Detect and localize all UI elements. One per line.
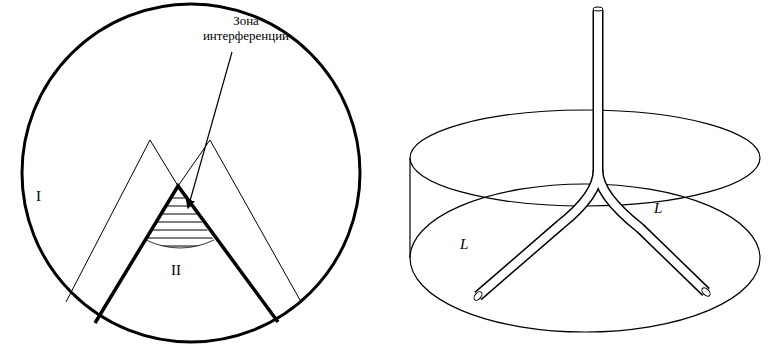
region-label: II xyxy=(171,262,181,279)
dish-wall xyxy=(409,158,410,258)
leader-arrow xyxy=(188,52,232,208)
tube xyxy=(472,7,711,302)
band-right xyxy=(178,140,300,300)
wedge-edge xyxy=(95,186,278,323)
zone-label: Зона интерференции xyxy=(196,14,296,44)
dish-rim xyxy=(410,110,760,206)
length-label: L xyxy=(654,200,662,217)
region-label: I xyxy=(36,188,41,205)
field-circle xyxy=(22,4,360,342)
interference-zone xyxy=(140,198,220,246)
length-label: L xyxy=(460,236,468,253)
zone-border xyxy=(146,240,214,248)
